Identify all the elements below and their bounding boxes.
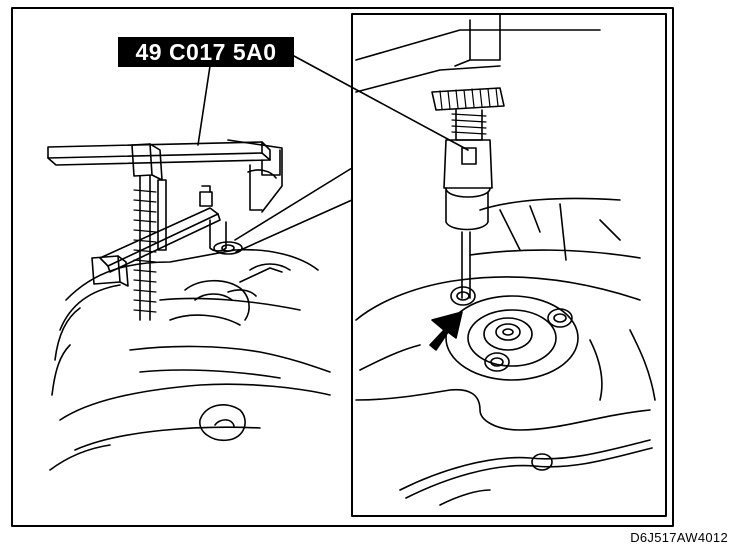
zoom-line-lower [235, 199, 353, 253]
indicator-arrow-icon [429, 311, 463, 351]
vehicle-front-with-tool-icon [47, 139, 331, 471]
callout-leader-right [293, 55, 469, 151]
tool-number-label: 49 C017 5A0 [118, 37, 294, 67]
figure-code: D6J517AW4012 [630, 530, 728, 545]
callout-leader-left [197, 65, 211, 146]
strut-mount-detail-icon [355, 13, 656, 506]
outer-frame [11, 7, 674, 527]
detail-frame [351, 13, 667, 517]
zoom-line-upper [234, 167, 353, 241]
